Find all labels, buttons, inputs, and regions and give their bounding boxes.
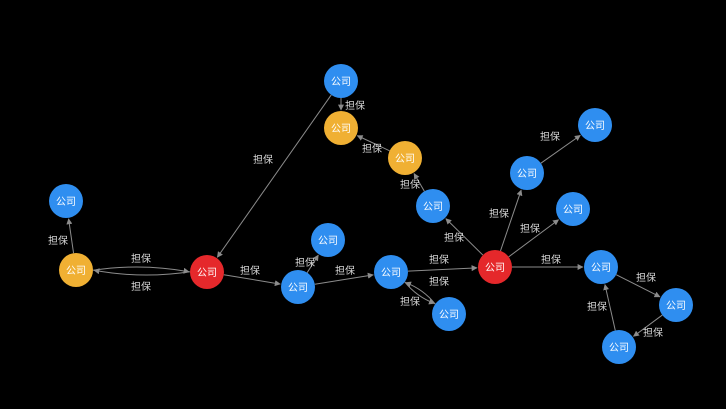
company-node-label: 公司 (318, 236, 338, 247)
guarantee-edge (405, 281, 436, 305)
company-node-circle[interactable] (324, 64, 358, 98)
guarantee-edge (633, 314, 663, 337)
company-node-circle[interactable] (374, 255, 408, 289)
guarantee-edge (223, 274, 281, 287)
company-node-label: 公司 (331, 124, 351, 135)
edge-label: 担保 (540, 130, 560, 143)
company-node-label: 公司 (517, 169, 537, 180)
edge-label: 担保 (429, 275, 449, 288)
company-node-label: 公司 (56, 197, 76, 208)
edge-label: 担保 (362, 142, 382, 155)
company-node-label: 公司 (563, 205, 583, 216)
company-node-circle[interactable] (311, 223, 345, 257)
edge-label: 担保 (541, 253, 561, 266)
edge-label: 担保 (345, 99, 365, 112)
company-node[interactable]: 公司 (59, 253, 93, 287)
guarantee-edge (306, 254, 319, 273)
company-node-circle[interactable] (478, 250, 512, 284)
edge-label: 担保 (429, 253, 449, 266)
company-node-circle[interactable] (556, 192, 590, 226)
company-node-circle[interactable] (659, 288, 693, 322)
edge-label: 担保 (489, 207, 509, 220)
company-node-label: 公司 (485, 263, 505, 274)
edge-label: 担保 (520, 222, 540, 235)
company-node-label: 公司 (197, 268, 217, 279)
edge-label: 担保 (131, 252, 151, 265)
edge-label: 担保 (400, 295, 420, 308)
company-node-circle[interactable] (432, 297, 466, 331)
guarantee-edge (540, 134, 581, 164)
company-node-circle[interactable] (324, 111, 358, 145)
guarantee-edge (500, 189, 523, 252)
company-node-circle[interactable] (510, 156, 544, 190)
company-node[interactable]: 公司 (311, 223, 345, 257)
company-node-circle[interactable] (190, 255, 224, 289)
company-node[interactable]: 公司 (659, 288, 693, 322)
guarantee-edge (314, 272, 374, 285)
company-node[interactable]: 公司 (190, 255, 224, 289)
company-node-label: 公司 (609, 343, 629, 354)
company-node[interactable]: 公司 (324, 111, 358, 145)
guarantee-edge (603, 283, 616, 331)
company-node[interactable]: 公司 (432, 297, 466, 331)
edge-label: 担保 (295, 256, 315, 269)
company-node[interactable]: 公司 (510, 156, 544, 190)
guarantee-edge (93, 268, 191, 276)
company-node-label: 公司 (66, 266, 86, 277)
company-node-label: 公司 (288, 283, 308, 294)
company-node[interactable]: 公司 (602, 330, 636, 364)
company-node[interactable]: 公司 (584, 250, 618, 284)
company-node-circle[interactable] (602, 330, 636, 364)
edge-label: 担保 (636, 271, 656, 284)
company-node-label: 公司 (585, 121, 605, 132)
company-node-circle[interactable] (416, 189, 450, 223)
guarantee-edge (508, 219, 560, 258)
company-node[interactable]: 公司 (416, 189, 450, 223)
company-node-circle[interactable] (388, 141, 422, 175)
company-node-circle[interactable] (281, 270, 315, 304)
guarantee-edge (66, 218, 75, 254)
company-node[interactable]: 公司 (556, 192, 590, 226)
company-node-circle[interactable] (49, 184, 83, 218)
edge-label: 担保 (253, 153, 273, 166)
edge-label: 担保 (240, 264, 260, 277)
guarantee-edge (356, 135, 390, 152)
company-node-label: 公司 (423, 202, 443, 213)
company-node-circle[interactable] (59, 253, 93, 287)
nodes-layer: 公司公司公司公司公司公司公司公司公司公司公司公司公司公司公司公司公司公司 (49, 64, 693, 364)
company-node-label: 公司 (439, 310, 459, 321)
edge-label: 担保 (444, 231, 464, 244)
company-node[interactable]: 公司 (49, 184, 83, 218)
company-node-label: 公司 (331, 77, 351, 88)
edges-layer: 担保担保担保担保担保担保担保担保担保担保担保担保担保担保担保担保担保担保担保担保… (48, 94, 663, 339)
edge-label: 担保 (48, 234, 68, 247)
company-node-label: 公司 (395, 154, 415, 165)
guarantee-edge (216, 94, 332, 258)
company-node[interactable]: 公司 (374, 255, 408, 289)
company-node[interactable]: 公司 (578, 108, 612, 142)
edge-label: 担保 (643, 326, 663, 339)
company-node[interactable]: 公司 (388, 141, 422, 175)
company-node-circle[interactable] (578, 108, 612, 142)
edge-label: 担保 (400, 178, 420, 191)
guarantee-edge (445, 218, 484, 256)
guarantee-edge (413, 173, 425, 192)
guarantee-edge (92, 266, 190, 274)
guarantee-edge (615, 274, 661, 298)
company-node[interactable]: 公司 (281, 270, 315, 304)
edge-label: 担保 (131, 280, 151, 293)
guarantee-edge (407, 265, 478, 272)
edge-label: 担保 (587, 300, 607, 313)
company-node-label: 公司 (666, 301, 686, 312)
company-node-label: 公司 (381, 268, 401, 279)
edge-label: 担保 (335, 264, 355, 277)
company-node[interactable]: 公司 (478, 250, 512, 284)
company-node[interactable]: 公司 (324, 64, 358, 98)
company-node-circle[interactable] (584, 250, 618, 284)
company-node-label: 公司 (591, 263, 611, 274)
